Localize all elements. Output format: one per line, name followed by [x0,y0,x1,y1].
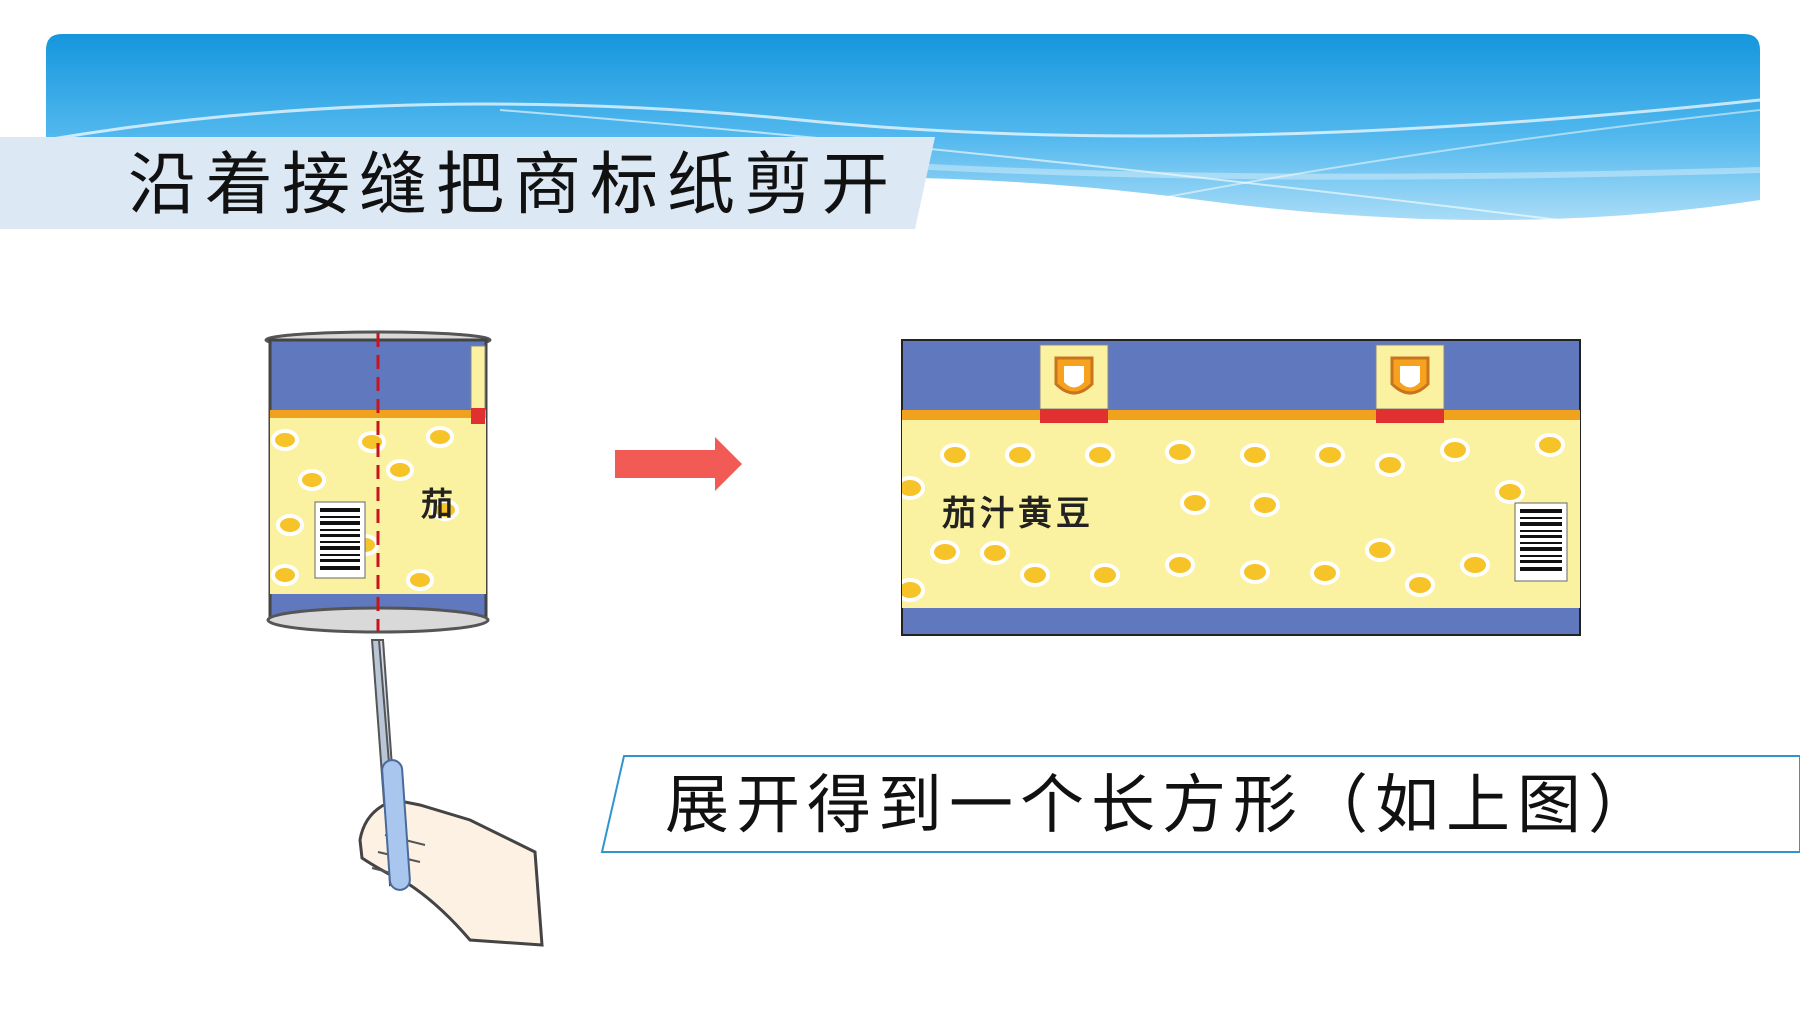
barcode-icon [1514,502,1568,582]
unrolled-label-text: 茄汁黄豆 [942,494,1094,534]
shield-badge-icon [1375,344,1445,423]
caption-background [600,755,1800,853]
title-background [0,137,935,229]
shield-badge-icon [1039,344,1109,423]
scissors-hand-icon [358,639,544,947]
arrow-right-icon [615,437,742,491]
slide-title: 沿着接缝把商标纸剪开 [128,146,899,225]
slide-caption: 展开得到一个长方形（如上图） [665,769,1659,843]
unrolled-label-rectangle: 茄汁黄豆 [901,339,1581,636]
can-label-text: 茄 [421,485,453,523]
tin-can: 茄 [264,330,492,634]
